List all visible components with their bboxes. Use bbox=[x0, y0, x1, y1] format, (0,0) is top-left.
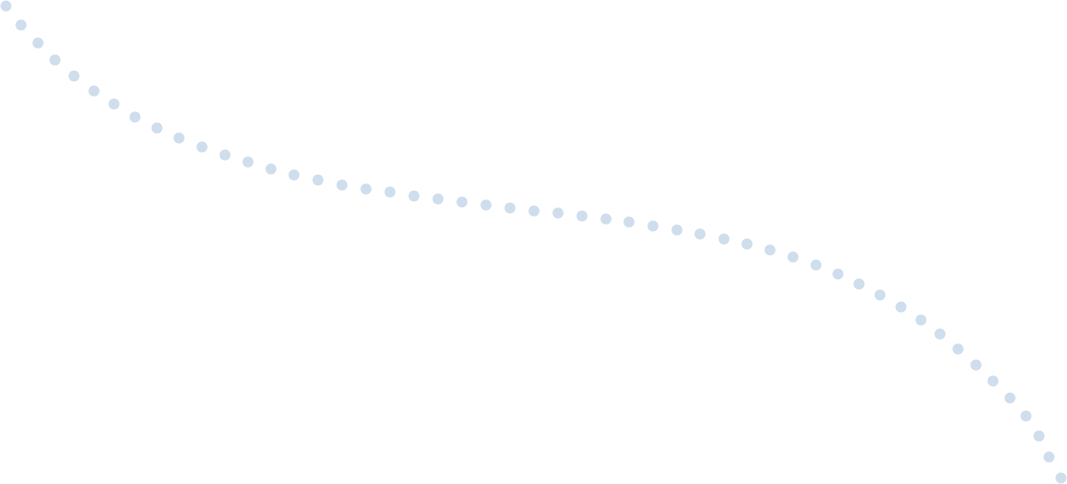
dot bbox=[288, 169, 300, 181]
dot bbox=[1043, 451, 1055, 463]
dot bbox=[108, 98, 120, 110]
dot bbox=[1055, 472, 1067, 484]
dot bbox=[934, 328, 946, 340]
dot bbox=[874, 289, 886, 301]
dot bbox=[360, 183, 372, 195]
dot bbox=[15, 19, 27, 31]
dot bbox=[970, 359, 982, 371]
dot bbox=[952, 343, 964, 355]
dot bbox=[552, 207, 564, 219]
dot bbox=[694, 228, 706, 240]
dot bbox=[987, 375, 999, 387]
dot bbox=[480, 199, 492, 211]
dot bbox=[576, 210, 588, 222]
dot bbox=[1033, 430, 1045, 442]
dot bbox=[741, 238, 753, 250]
dot bbox=[49, 54, 61, 66]
dot bbox=[129, 111, 141, 123]
dot bbox=[787, 251, 799, 263]
dot bbox=[32, 37, 44, 49]
dot bbox=[853, 278, 865, 290]
dot bbox=[764, 244, 776, 256]
dot bbox=[915, 314, 927, 326]
dot bbox=[242, 156, 254, 168]
dot bbox=[312, 174, 324, 186]
dot bbox=[456, 196, 468, 208]
dot bbox=[895, 301, 907, 313]
dot bbox=[810, 259, 822, 271]
dot bbox=[1004, 392, 1016, 404]
dot bbox=[504, 202, 516, 214]
dot bbox=[88, 85, 100, 97]
dot bbox=[600, 213, 612, 225]
dot bbox=[408, 190, 420, 202]
dot bbox=[151, 122, 163, 134]
dot bbox=[0, 0, 12, 12]
dot bbox=[384, 186, 396, 198]
dot bbox=[647, 220, 659, 232]
dot bbox=[336, 179, 348, 191]
dot bbox=[265, 163, 277, 175]
dot bbox=[718, 233, 730, 245]
dot bbox=[432, 193, 444, 205]
dot bbox=[528, 205, 540, 217]
dot bbox=[219, 149, 231, 161]
dot bbox=[196, 141, 208, 153]
dot bbox=[68, 70, 80, 82]
dot bbox=[832, 268, 844, 280]
dot bbox=[623, 216, 635, 228]
dot bbox=[1020, 410, 1032, 422]
dot bbox=[671, 224, 683, 236]
dot bbox=[173, 132, 185, 144]
